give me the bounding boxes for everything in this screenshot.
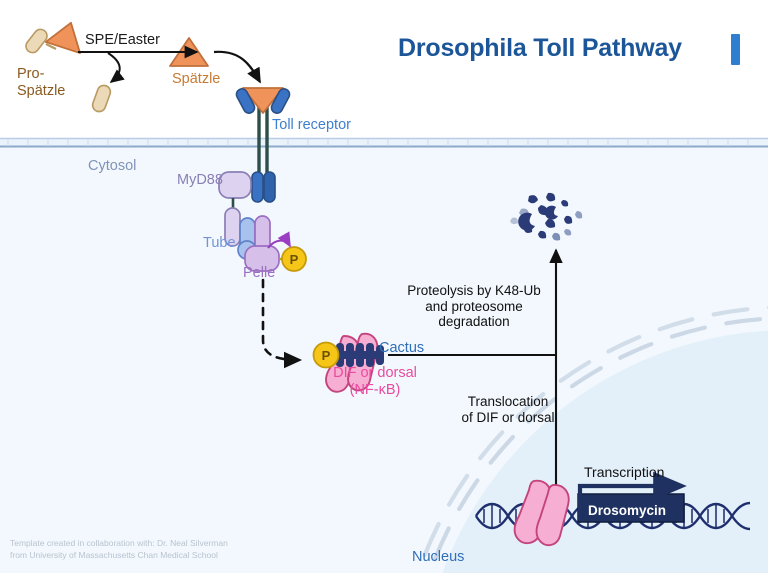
proteolysis-label-line3: degradation (438, 314, 510, 330)
transcription-arrow (577, 471, 687, 520)
nucleus-label: Nucleus (412, 549, 465, 565)
dif-dorsal-label-line2: (NF-κB) (349, 381, 401, 398)
cactus-protein (336, 343, 384, 367)
plasma-membrane (0, 137, 768, 148)
translocation-label-line2: of DIF or dorsal (461, 409, 555, 425)
dif-dorsal-label-line1: DIF or dorsal (333, 365, 417, 381)
pelle-phospho-badge (281, 246, 307, 272)
pro-spatzle-label-line2: Spätzle (17, 82, 66, 99)
cytosol-label: Cytosol (88, 158, 137, 174)
toll-tir-domain-right (263, 171, 276, 203)
myd88-label: MyD88 (177, 172, 223, 188)
transcription-label: Transcription (584, 464, 665, 480)
proteolysis-label: Proteolysis by K48-Ub and proteosome deg… (395, 283, 553, 330)
extracellular-region (0, 0, 768, 146)
toll-receptor (235, 87, 291, 203)
nuclear-dif-dorsal-dimer (513, 479, 570, 547)
pro-spatzle-label: Pro- Spätzle (17, 66, 65, 99)
degradation-fragments (510, 192, 583, 241)
pelle-label: Pelle (243, 265, 276, 281)
pro-spatzle-molecule (25, 21, 81, 54)
spatzle-label: Spätzle (172, 71, 221, 87)
cleavage-arrow (107, 52, 125, 83)
drosomycin-gene-label: Drosomycin (588, 503, 667, 518)
toll-receptor-label: Toll receptor (272, 117, 351, 133)
credit-line-1: Template created in collaboration with: … (10, 538, 228, 548)
pro-spatzle-label-line1: Pro- (17, 66, 45, 82)
myd88-tube-pelle-complex: P (218, 171, 307, 272)
spe-easter-label: SPE/Easter (85, 32, 160, 48)
credit-text: Template created in collaboration with: … (10, 537, 228, 562)
tube-label: Tube (203, 235, 236, 251)
page-title: Drosophila Toll Pathway (398, 34, 682, 62)
cactus-label: Cactus (379, 340, 425, 356)
cactus-dif-complex: P (312, 332, 384, 393)
title-accent-bar (731, 34, 740, 65)
phosphorylation-arrow (267, 231, 291, 249)
credit-line-2: from University of Massachusetts Chan Me… (10, 550, 218, 561)
dif-dorsal-label: DIF or dorsal (NF-κB) (320, 365, 430, 398)
cactus-phospho-badge (312, 341, 340, 369)
proteolysis-label-line1: Proteolysis by K48-Ub (407, 283, 541, 298)
cleaved-prodomain (91, 84, 112, 113)
svg-text:P: P (322, 348, 331, 363)
bound-spatzle-ligand (242, 87, 284, 114)
toll-tir-domain-left (251, 171, 264, 203)
spatzle-binding-arrow (213, 50, 261, 84)
myd88-protein (218, 171, 252, 199)
proteolysis-label-line2: and proteosome (425, 298, 523, 314)
translocation-label-line1: Translocation (467, 394, 549, 409)
svg-text:P: P (290, 252, 299, 267)
translocation-label: Translocation of DIF or dorsal (450, 394, 566, 425)
pelle-to-cactus-dashed-arrow (261, 278, 303, 369)
